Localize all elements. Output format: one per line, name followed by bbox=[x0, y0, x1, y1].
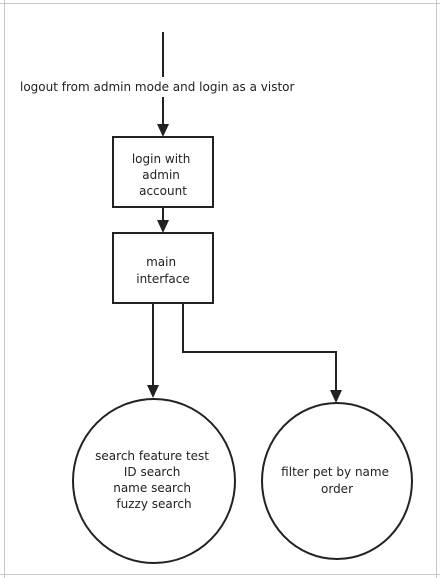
node-main-text: main interface bbox=[136, 255, 190, 286]
arrowhead-filter bbox=[330, 390, 342, 403]
node-search: search feature test ID search name searc… bbox=[72, 398, 236, 564]
node-search-line-1: search feature test bbox=[95, 449, 209, 463]
node-main-box bbox=[112, 232, 214, 304]
node-filter-text: filter pet by name order bbox=[281, 465, 393, 496]
node-search-line-2: ID search bbox=[124, 465, 180, 479]
node-login-box bbox=[112, 136, 214, 208]
node-filter-ellipse bbox=[261, 402, 413, 560]
node-search-line-3: name search bbox=[113, 481, 191, 495]
node-main: main interface bbox=[112, 232, 214, 304]
node-main-line-1: main bbox=[146, 255, 176, 269]
node-login-line-3: account bbox=[139, 184, 187, 198]
node-search-text: search feature test ID search name searc… bbox=[95, 449, 213, 511]
node-filter-line-2: order bbox=[321, 482, 353, 496]
node-login-text: login with admin account bbox=[132, 152, 194, 198]
node-search-line-4: fuzzy search bbox=[116, 497, 191, 511]
arrowhead-search bbox=[147, 385, 159, 398]
arrowhead-login bbox=[157, 124, 169, 137]
node-filter: filter pet by name order bbox=[261, 402, 413, 560]
edge-main-to-filter bbox=[182, 303, 337, 391]
node-login-line-1: login with bbox=[132, 152, 191, 166]
node-login-line-2: admin bbox=[142, 168, 180, 182]
arrowhead-main bbox=[157, 220, 169, 233]
entry-label-backdrop bbox=[18, 77, 310, 97]
node-main-line-2: interface bbox=[136, 272, 190, 286]
node-search-ellipse bbox=[72, 398, 236, 564]
node-filter-line-1: filter pet by name bbox=[281, 465, 389, 479]
entry-label: logout from admin mode and login as a vi… bbox=[20, 80, 295, 94]
node-login: login with admin account bbox=[112, 136, 214, 208]
